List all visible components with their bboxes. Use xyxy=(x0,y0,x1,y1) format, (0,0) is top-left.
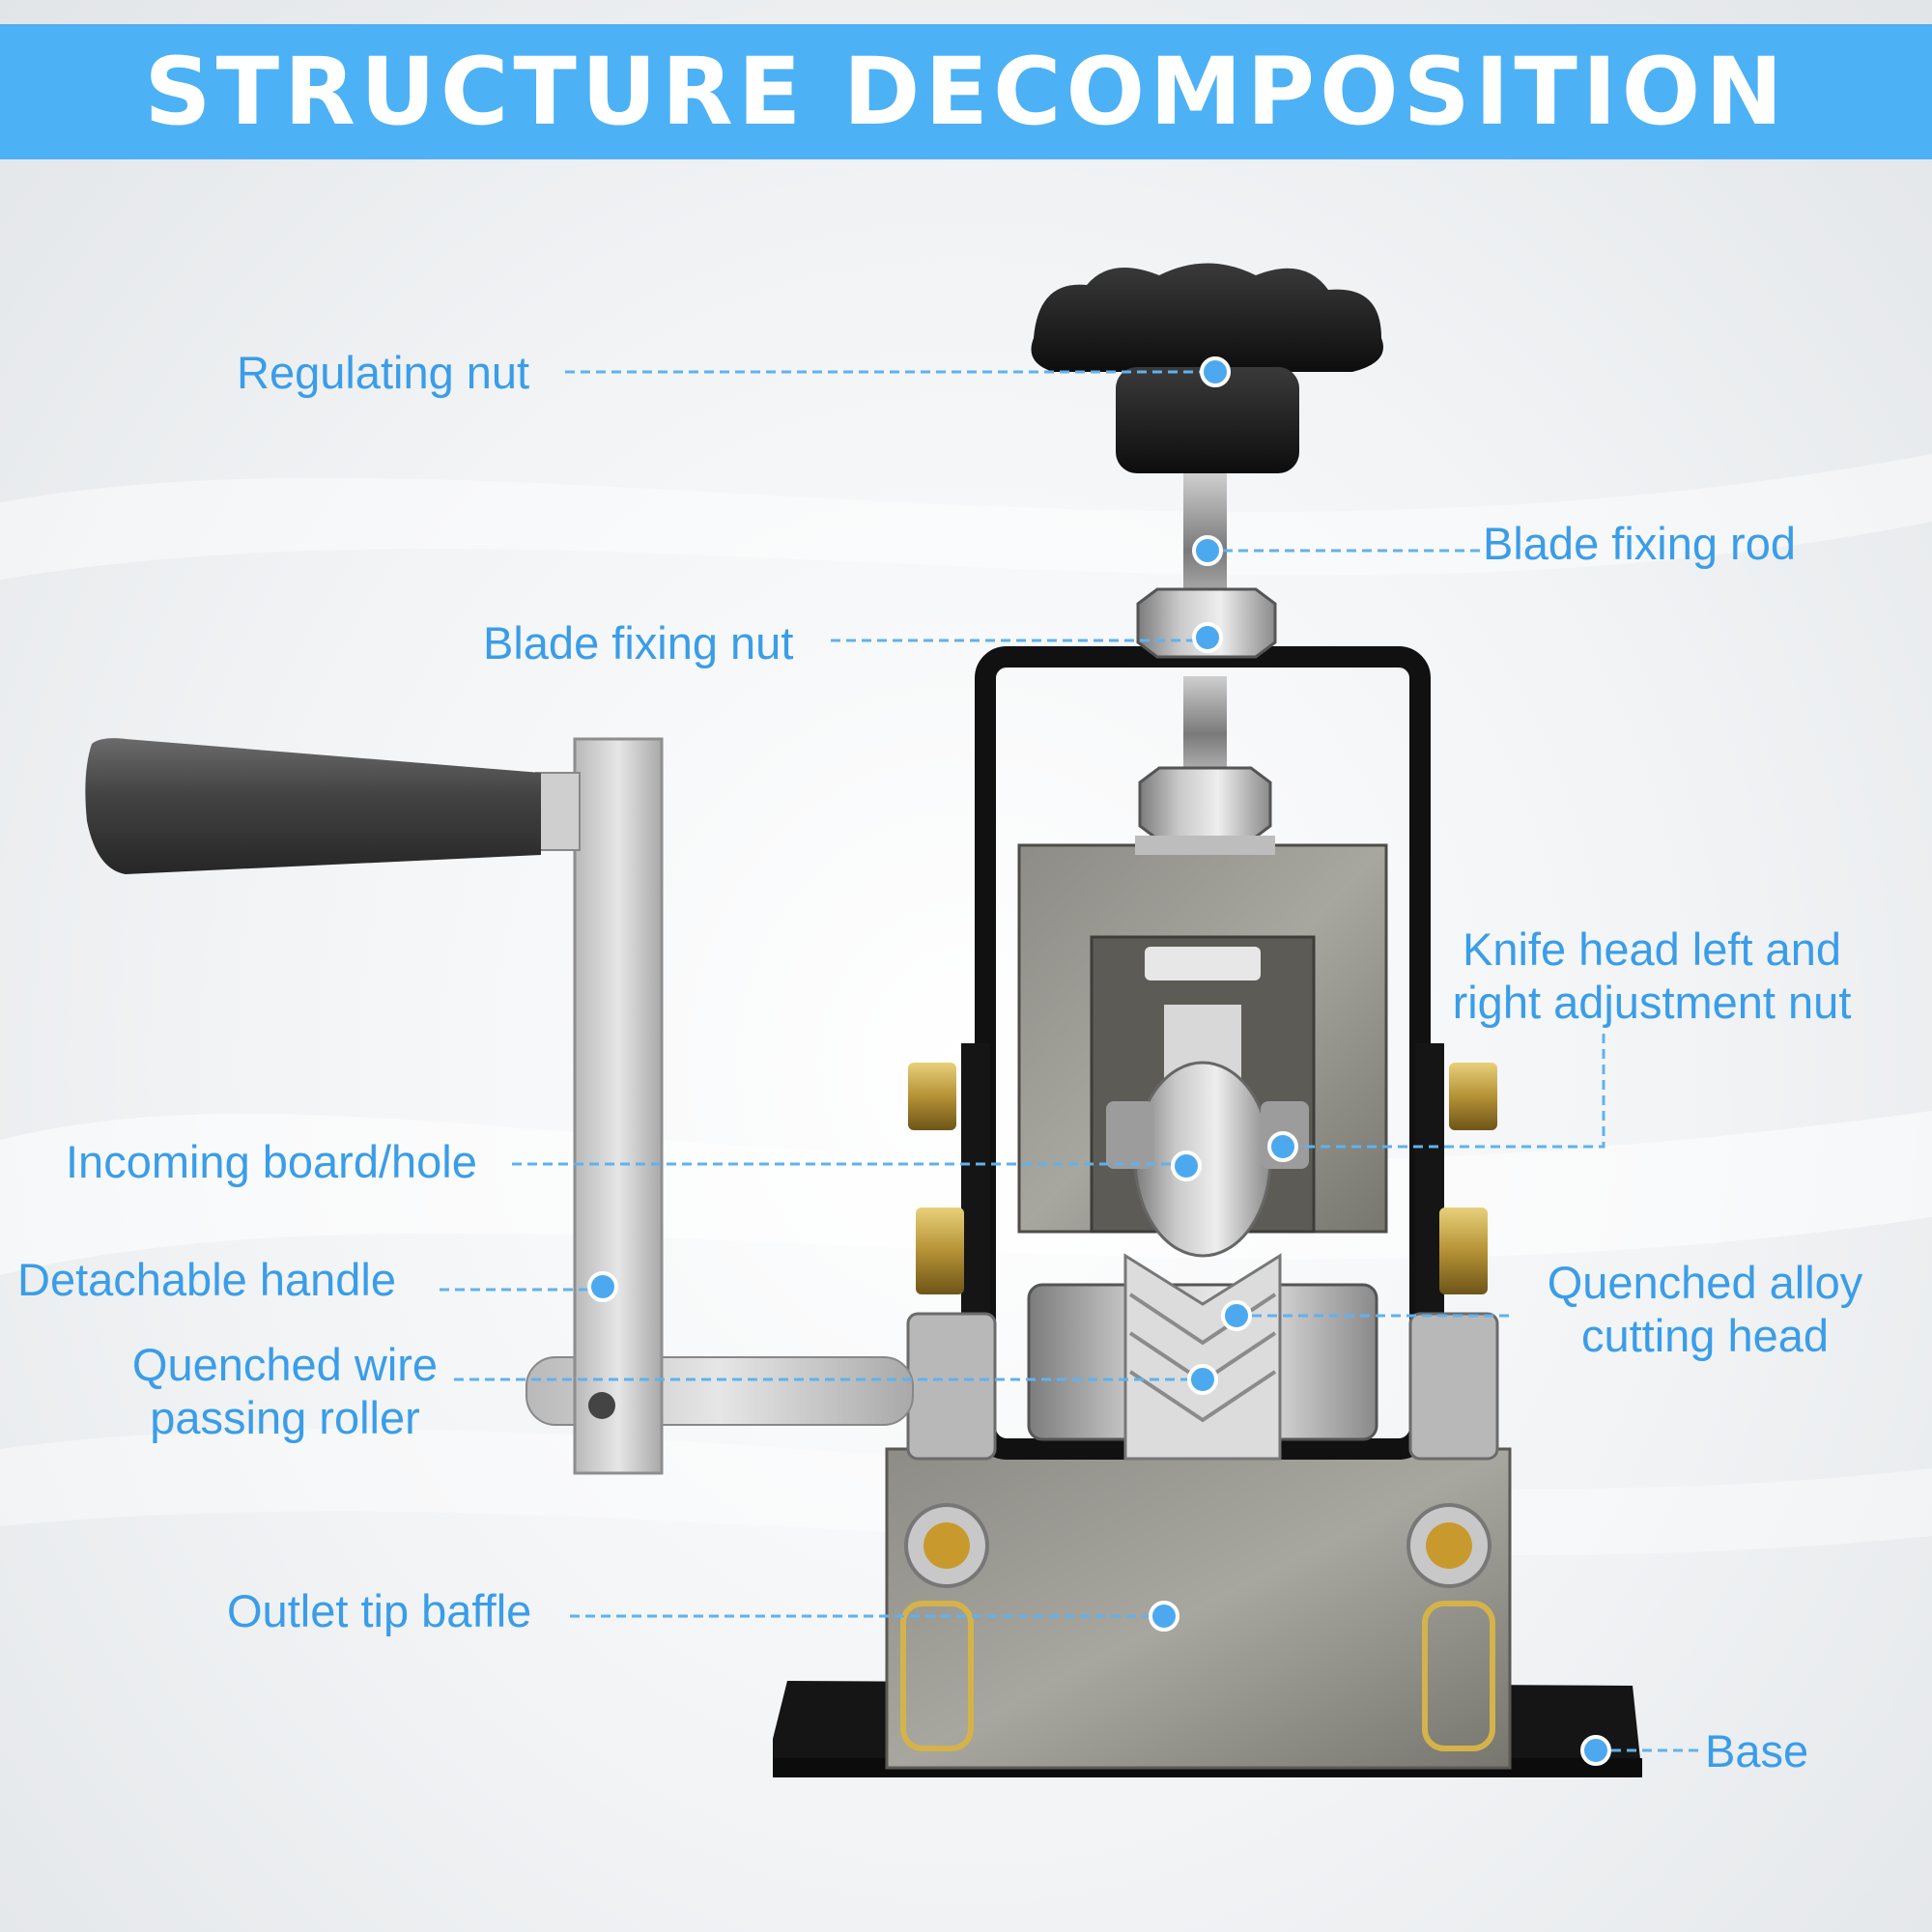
label-cutting-head: Quenched alloy cutting head xyxy=(1517,1256,1893,1362)
label-quenched-roller: Quenched wire passing roller xyxy=(97,1338,473,1444)
rollers xyxy=(1027,1253,1378,1461)
marker-base xyxy=(1580,1735,1611,1766)
crank-handle xyxy=(85,737,914,1475)
label-quenched-roller-line1: Quenched wire xyxy=(131,1339,439,1390)
label-incoming-board: Incoming board/hole xyxy=(66,1136,477,1187)
marker-regulating-nut xyxy=(1200,356,1231,387)
label-knife-adjust: Knife head left and right adjustment nut xyxy=(1430,923,1874,1029)
marker-incoming-board xyxy=(1171,1151,1202,1181)
label-outlet-baffle: Outlet tip baffle xyxy=(227,1585,532,1636)
label-quenched-roller-line2: passing roller xyxy=(150,1392,420,1443)
star-knob xyxy=(1031,263,1383,473)
marker-quenched-roller xyxy=(1187,1364,1218,1395)
label-detachable-handle: Detachable handle xyxy=(17,1254,396,1305)
page-title: STRUCTURE DECOMPOSITION xyxy=(144,38,1788,146)
marker-knife-adjust xyxy=(1267,1131,1298,1162)
label-cutting-head-line1: Quenched alloy xyxy=(1547,1257,1863,1308)
label-blade-fixing-nut: Blade fixing nut xyxy=(483,617,794,668)
label-blade-fixing-rod: Blade fixing rod xyxy=(1483,518,1796,569)
marker-outlet-baffle xyxy=(1149,1601,1179,1632)
title-banner: STRUCTURE DECOMPOSITION xyxy=(0,24,1932,159)
label-regulating-nut: Regulating nut xyxy=(237,347,530,398)
brass-bolts xyxy=(908,1063,1497,1294)
marker-cutting-head xyxy=(1221,1300,1252,1331)
label-knife-adjust-line1: Knife head left and xyxy=(1463,923,1841,975)
marker-blade-fixing-rod xyxy=(1192,535,1223,566)
label-base: Base xyxy=(1705,1725,1809,1776)
label-knife-adjust-line2: right adjustment nut xyxy=(1452,977,1852,1028)
leader-knife-adjust xyxy=(1283,1034,1605,1149)
outlet-baffle-plate xyxy=(885,1447,1512,1770)
marker-blade-fixing-nut xyxy=(1192,622,1223,653)
label-cutting-head-line2: cutting head xyxy=(1580,1310,1830,1361)
knife-head-block xyxy=(1017,843,1388,1258)
marker-detachable-handle xyxy=(587,1271,618,1302)
